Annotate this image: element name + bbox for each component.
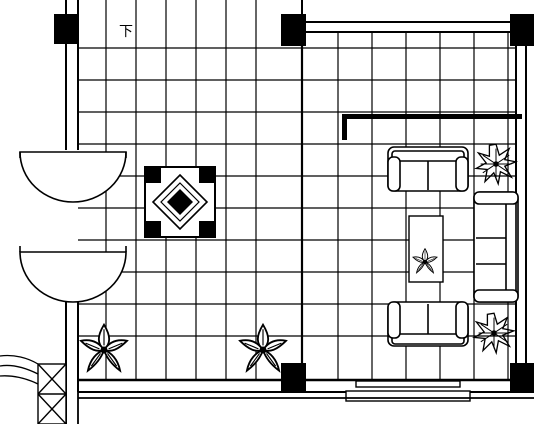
potted-plant: [80, 323, 128, 372]
window: [345, 380, 471, 402]
floor-inlay-medallion: [144, 166, 216, 238]
sofa-three-seat: [473, 191, 519, 303]
sofa-set: [387, 146, 519, 347]
armchair-top: [387, 146, 469, 192]
coffee-table: [408, 215, 444, 283]
armchair-bottom: [387, 301, 469, 347]
shrub-plant: [475, 143, 517, 185]
curved-stair-edge: [0, 354, 534, 424]
potted-plant: [239, 323, 287, 372]
double-swing-door: [19, 151, 127, 303]
wardrobe-crate: [37, 363, 67, 424]
partition-wall: [342, 114, 522, 140]
structural-columns: [54, 14, 534, 393]
direction-mark: 下: [119, 24, 133, 40]
